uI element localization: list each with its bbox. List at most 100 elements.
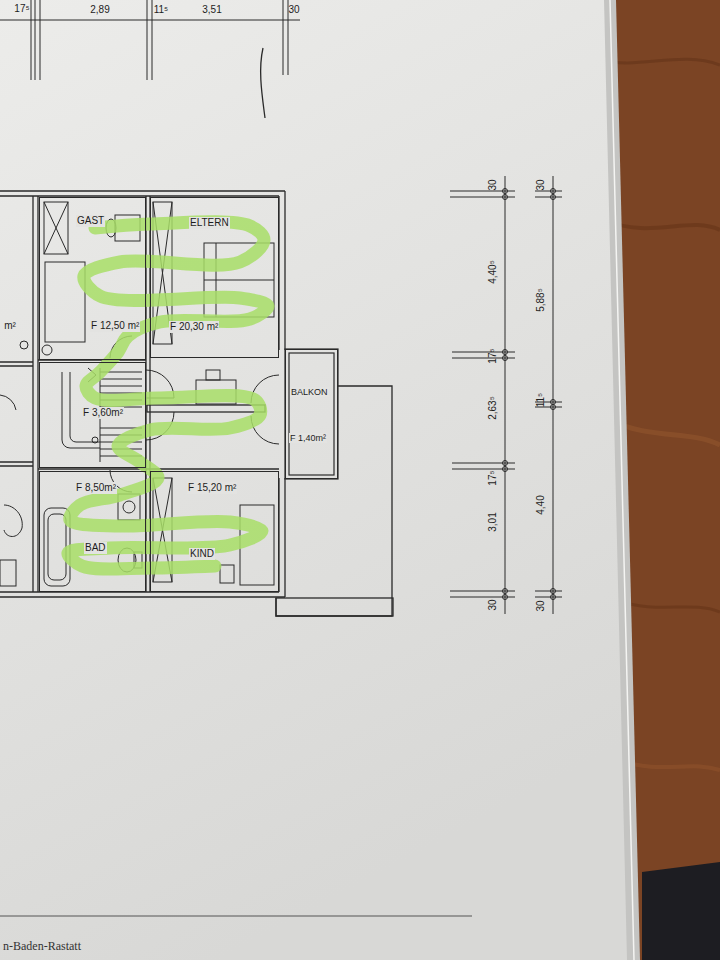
balcony-rail	[285, 349, 338, 479]
dimension-lines	[31, 0, 32, 80]
room-label: F 20,30 m²	[169, 321, 219, 333]
walls	[32, 196, 33, 592]
stair-symbol	[92, 437, 98, 443]
balcony-rail	[285, 349, 338, 479]
dimension-lines	[535, 197, 562, 198]
dimension-label: 4,40	[535, 495, 547, 514]
dimension-lines	[503, 189, 508, 194]
dimension-label: 30	[288, 4, 299, 16]
paper-page	[0, 0, 640, 960]
dimension-label: 11⁵	[154, 4, 169, 16]
room-label: F 3,60m²	[82, 407, 124, 419]
dimension-label: 5,88⁵	[535, 288, 547, 312]
room-label: BALKON	[290, 387, 329, 397]
dimension-lines	[452, 469, 515, 470]
dimension-lines	[283, 0, 284, 75]
dimension-lines	[450, 197, 515, 198]
paper-page	[0, 0, 640, 960]
room-label: F 8,50m²	[75, 482, 117, 494]
walls	[0, 361, 33, 362]
child-room: F 15,20 m² KIND	[150, 471, 279, 592]
dimension-lines	[553, 176, 554, 614]
publisher-footer: n-Baden-Rastatt	[3, 940, 81, 954]
room-label: F 12,50 m²	[90, 320, 140, 332]
neighbour-unit	[0, 560, 16, 586]
dimension-lines	[0, 0, 562, 916]
walls	[276, 598, 393, 616]
dimension-lines	[261, 48, 265, 118]
balcony: BALKONF 1,40m²	[285, 349, 338, 479]
dimension-label: 3,01	[487, 512, 499, 531]
highlighter-stroke	[68, 222, 268, 569]
furniture	[216, 243, 217, 317]
dimension-label: 17⁵	[14, 3, 29, 15]
dark-corner	[642, 862, 720, 960]
furniture	[48, 514, 66, 580]
room-label: ELTERN	[189, 217, 230, 229]
dimension-label: 30	[535, 179, 547, 190]
dimension-lines	[35, 0, 36, 80]
dimension-label: 17⁵	[487, 348, 499, 363]
dimension-lines	[40, 0, 41, 80]
room-label: GAST	[76, 215, 105, 227]
dimension-lines	[503, 595, 508, 600]
dimension-lines	[503, 195, 508, 200]
guest-room: GAST F 12,50 m²	[39, 197, 146, 360]
bathroom: F 8,50m²BAD	[39, 471, 146, 592]
dimension-label: 17⁵	[487, 470, 499, 485]
dimension-lines	[535, 191, 562, 192]
dimension-lines	[503, 356, 508, 361]
dimension-lines	[503, 350, 508, 355]
neighbour-unit	[0, 341, 28, 586]
highlighter-stroke	[68, 222, 268, 569]
dimension-lines	[452, 358, 515, 359]
wood-table	[605, 220, 720, 230]
dimension-lines	[551, 589, 556, 594]
dimension-lines	[505, 176, 506, 614]
dimension-lines	[551, 595, 556, 600]
furniture	[44, 202, 68, 254]
furniture	[42, 202, 279, 586]
furniture	[44, 202, 68, 254]
neighbour-unit	[4, 505, 22, 537]
room-label: F 15,20 m²	[187, 482, 237, 494]
walls	[0, 465, 33, 466]
dimension-lines	[551, 405, 556, 410]
dimension-lines	[551, 189, 556, 194]
dimension-lines	[450, 191, 515, 192]
walls	[284, 478, 285, 597]
dimension-lines	[503, 461, 508, 466]
dimension-lines	[452, 463, 515, 464]
bedroom: ELTERN F 20,30 m²	[150, 197, 279, 358]
furniture	[123, 501, 135, 513]
dimension-label: 11⁵	[535, 393, 547, 408]
walls	[284, 191, 285, 350]
paper-page	[0, 0, 627, 960]
walls	[0, 461, 33, 462]
neighbour-unit	[20, 341, 28, 349]
dimension-lines	[450, 591, 515, 592]
dimension-lines	[503, 589, 508, 594]
furniture	[44, 202, 68, 254]
neighbour-unit	[0, 395, 16, 410]
dark-corner	[642, 862, 720, 960]
furniture	[204, 280, 274, 281]
walls	[0, 596, 285, 597]
dimension-lines	[535, 591, 562, 592]
dimension-label: 30	[487, 599, 499, 610]
walls	[0, 365, 33, 366]
area-unit: m²	[4, 320, 16, 332]
dimension-lines	[147, 0, 148, 80]
walls	[0, 191, 393, 616]
stair-symbol	[100, 379, 142, 380]
dimension-label: 30	[535, 600, 547, 611]
wood-table	[600, 59, 720, 65]
dimension-label: 2,63⁵	[487, 396, 499, 420]
dimension-lines	[535, 597, 562, 598]
room-label: KIND	[189, 548, 215, 560]
dimension-label: 4,40⁵	[487, 260, 499, 284]
